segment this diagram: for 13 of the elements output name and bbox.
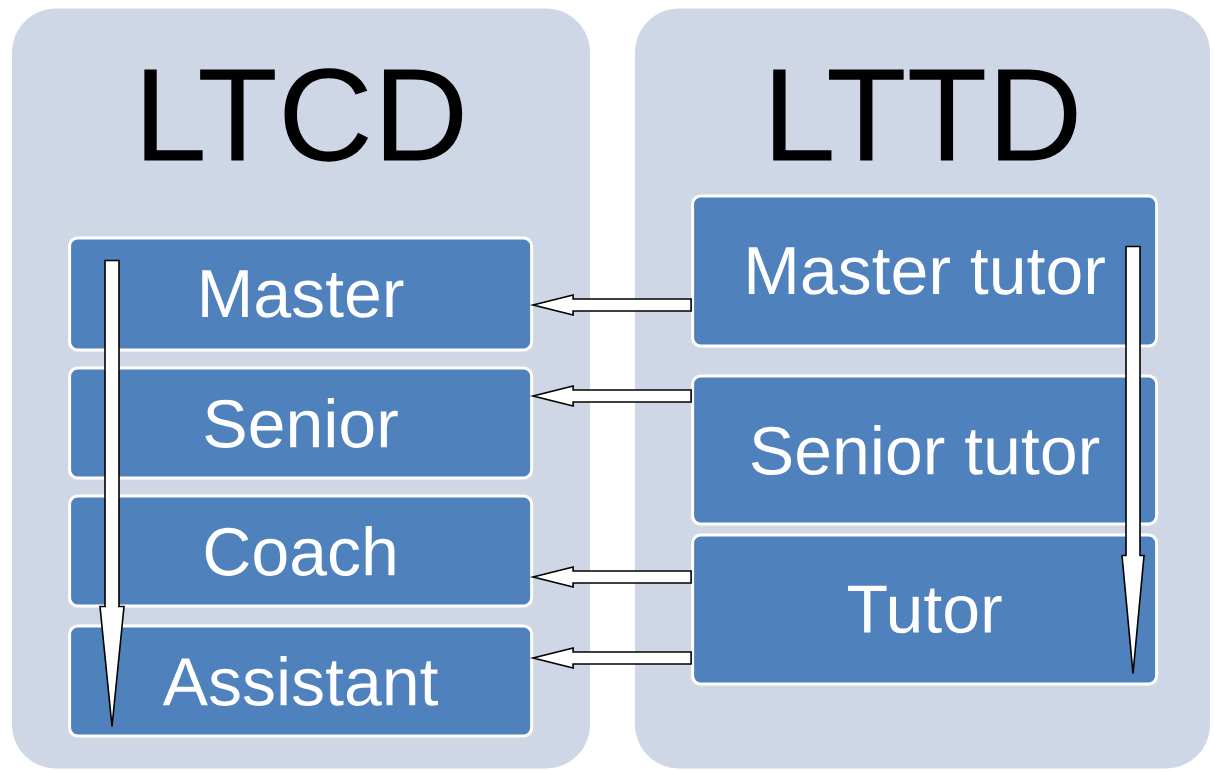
- role-box: Coach: [68, 494, 534, 608]
- arrow: [529, 293, 692, 317]
- role-box: Senior tutor: [691, 374, 1159, 526]
- role-box: Assistant: [68, 624, 534, 738]
- role-box: Tutor: [691, 533, 1159, 686]
- arrow: [529, 566, 692, 589]
- role-box: Senior: [68, 366, 534, 480]
- arrow: [99, 259, 125, 728]
- arrow: [529, 384, 692, 408]
- role-box: Master tutor: [691, 194, 1159, 348]
- arrow: [1121, 245, 1145, 675]
- arrow: [529, 647, 692, 670]
- role-box: Master: [68, 236, 534, 352]
